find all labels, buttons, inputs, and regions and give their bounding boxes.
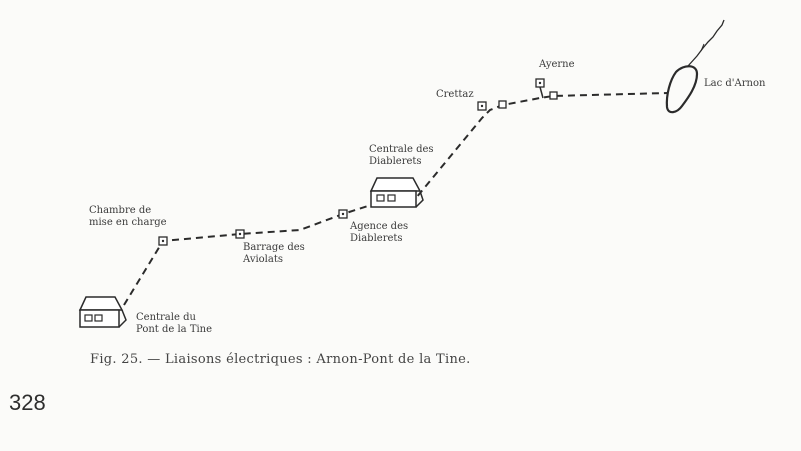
label-barrage: Barrage des Aviolats [243,242,305,265]
page-number: 328 [9,390,46,415]
label-lac-arnon: Lac d'Arnon [704,78,766,89]
label-crettaz: Crettaz [436,89,474,100]
figure-caption: Fig. 25. — Liaisons électriques : Arnon-… [90,352,471,367]
label-ayerne: Ayerne [539,59,575,70]
ayerne-node [535,78,545,88]
centrale-diablerets-house-icon [369,177,424,208]
ayerne-branch-line [539,86,544,99]
ayerne-junction-node [549,91,558,100]
lac-arnon-icon [665,19,725,114]
crettaz-junction-node [498,100,507,109]
barrage-node [235,229,245,239]
agence-node [338,209,348,219]
chambre-node [158,236,168,246]
crettaz-node [477,101,487,111]
label-centrale-pont: Centrale du Pont de la Tine [136,312,213,335]
label-centrale-diablerets: Centrale des Diablerets [369,144,434,167]
label-chambre: Chambre de mise en charge [89,205,167,228]
label-agence: Agence des Diablerets [350,221,409,244]
centrale-pont-house-icon [78,296,127,328]
